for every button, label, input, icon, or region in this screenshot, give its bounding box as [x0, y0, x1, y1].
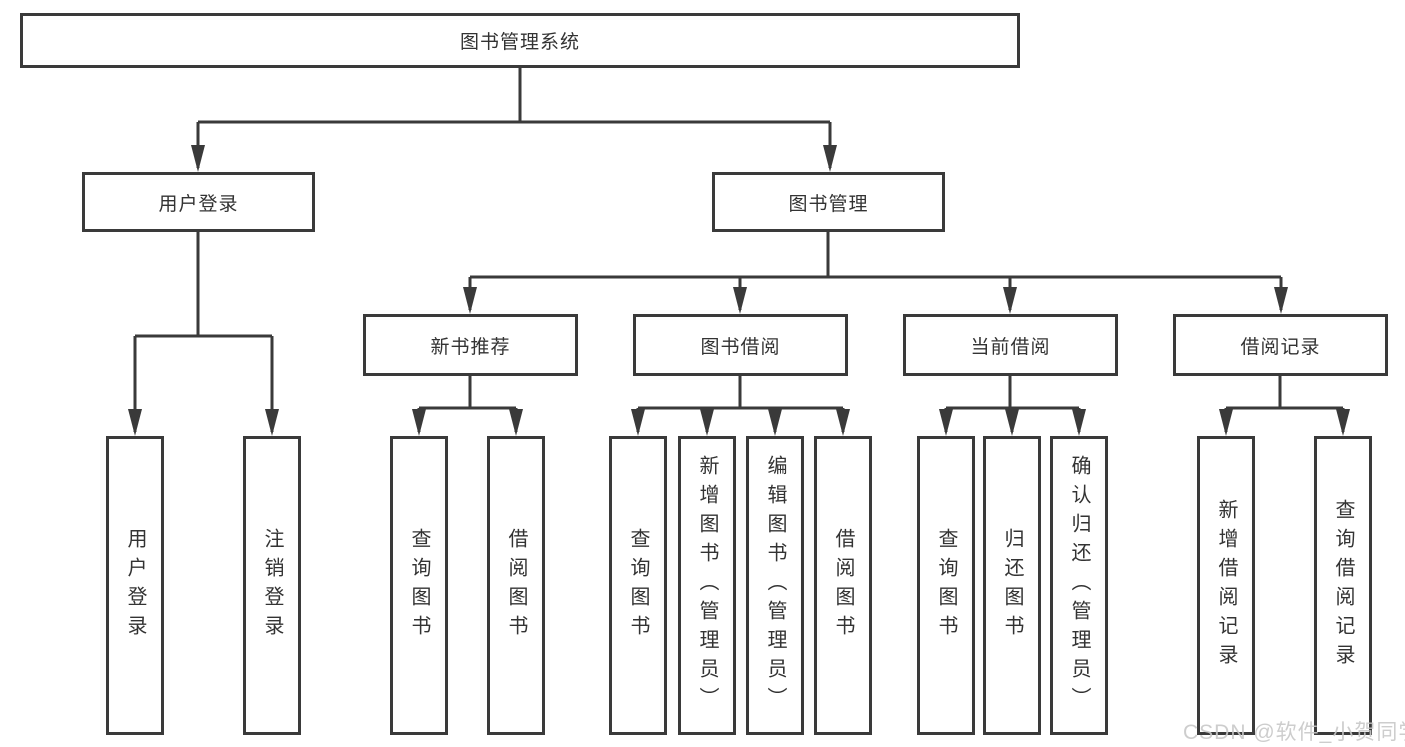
arrowhead: [700, 409, 714, 436]
leaf-borrow-add-books-admin: 新增图书（管理员）: [678, 436, 736, 735]
arrowhead: [463, 287, 477, 314]
arrowhead: [128, 409, 142, 436]
connector-root-to-level2: [196, 68, 832, 168]
arrowhead: [631, 409, 645, 436]
arrowhead: [836, 409, 850, 436]
arrowhead: [265, 409, 279, 436]
arrowhead: [1003, 287, 1017, 314]
arrowhead: [1219, 409, 1233, 436]
connector-recommend-to-leaves: [417, 376, 518, 432]
arrowhead: [191, 145, 205, 172]
leaf-user-login: 用户登录: [106, 436, 164, 735]
leaf-recommend-query-books: 查询图书: [390, 436, 448, 735]
arrowhead: [939, 409, 953, 436]
arrowhead: [823, 145, 837, 172]
connector-borrow-to-leaves: [636, 376, 845, 432]
leaf-current-return-books: 归还图书: [983, 436, 1041, 735]
arrowhead: [412, 409, 426, 436]
node-book-management: 图书管理: [712, 172, 945, 232]
arrowhead: [509, 409, 523, 436]
node-root-system: 图书管理系统: [20, 13, 1020, 68]
leaf-records-add-record: 新增借阅记录: [1197, 436, 1255, 735]
node-book-borrow: 图书借阅: [633, 314, 848, 376]
arrowhead: [1336, 409, 1350, 436]
connector-user-login-to-leaves: [133, 232, 274, 432]
connector-records-to-leaves: [1224, 376, 1345, 432]
leaf-logout: 注销登录: [243, 436, 301, 735]
leaf-borrow-edit-books-admin: 编辑图书（管理员）: [746, 436, 804, 735]
arrowhead: [1072, 409, 1086, 436]
arrowhead: [1005, 409, 1019, 436]
leaf-current-query-books: 查询图书: [917, 436, 975, 735]
arrowhead: [1274, 287, 1288, 314]
leaf-borrow-query-books: 查询图书: [609, 436, 667, 735]
leaf-records-query-record: 查询借阅记录: [1314, 436, 1372, 735]
arrowhead: [733, 287, 747, 314]
node-user-login: 用户登录: [82, 172, 315, 232]
leaf-borrow-borrow-books: 借阅图书: [814, 436, 872, 735]
leaf-recommend-borrow-books: 借阅图书: [487, 436, 545, 735]
node-new-book-recommend: 新书推荐: [363, 314, 578, 376]
connector-book-management-to-level3: [468, 232, 1283, 310]
arrowhead: [768, 409, 782, 436]
node-borrow-records: 借阅记录: [1173, 314, 1388, 376]
node-current-borrow: 当前借阅: [903, 314, 1118, 376]
csdn-watermark: CSDN @软件_小贺同学: [1183, 721, 1405, 744]
leaf-current-confirm-return-admin: 确认归还（管理员）: [1050, 436, 1108, 735]
